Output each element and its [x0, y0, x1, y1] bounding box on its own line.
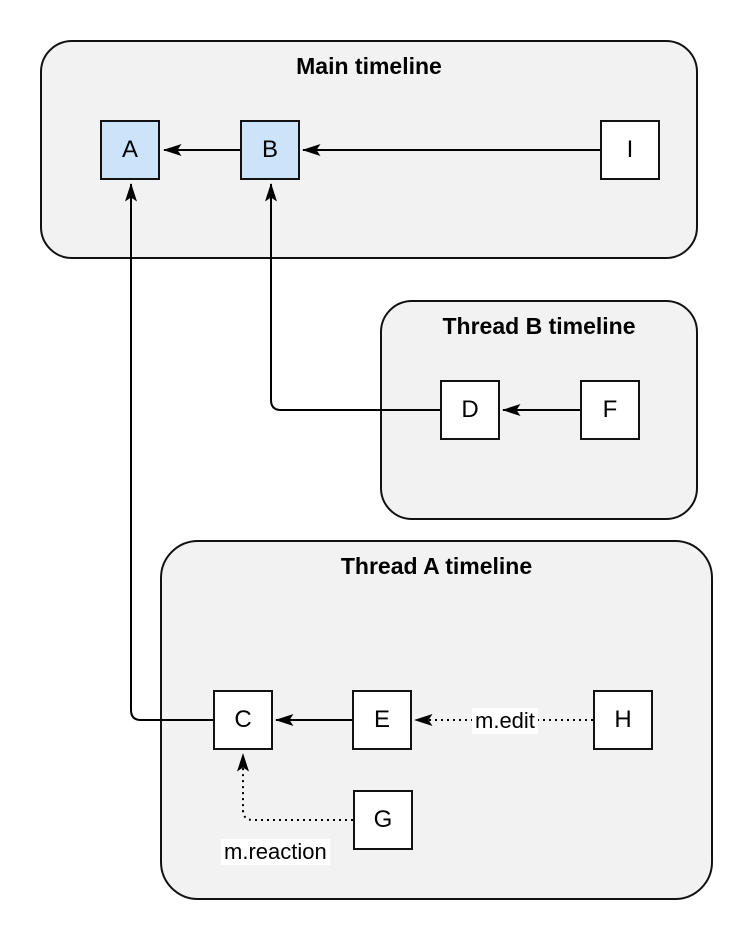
group-title-thread-b-timeline: Thread B timeline [442, 313, 636, 339]
event-node-f: F [580, 380, 640, 440]
event-node-h: H [593, 690, 653, 750]
edge-d-to-b [265, 183, 440, 411]
group-title-main-timeline: Main timeline [296, 53, 442, 79]
event-node-e: E [352, 690, 412, 750]
event-node-b: B [240, 120, 300, 180]
event-node-a: A [100, 120, 160, 180]
event-node-c: C [213, 690, 273, 750]
event-node-d: D [440, 380, 500, 440]
event-node-i: I [600, 120, 660, 180]
edge-label-m-reaction: m.reaction [221, 839, 330, 865]
edge-c-to-a [125, 183, 213, 721]
event-node-g: G [353, 790, 413, 850]
group-title-thread-a-timeline: Thread A timeline [340, 553, 533, 579]
edge-g-to-c-m-reaction [237, 753, 353, 821]
edge-label-m-edit: m.edit [472, 708, 538, 734]
